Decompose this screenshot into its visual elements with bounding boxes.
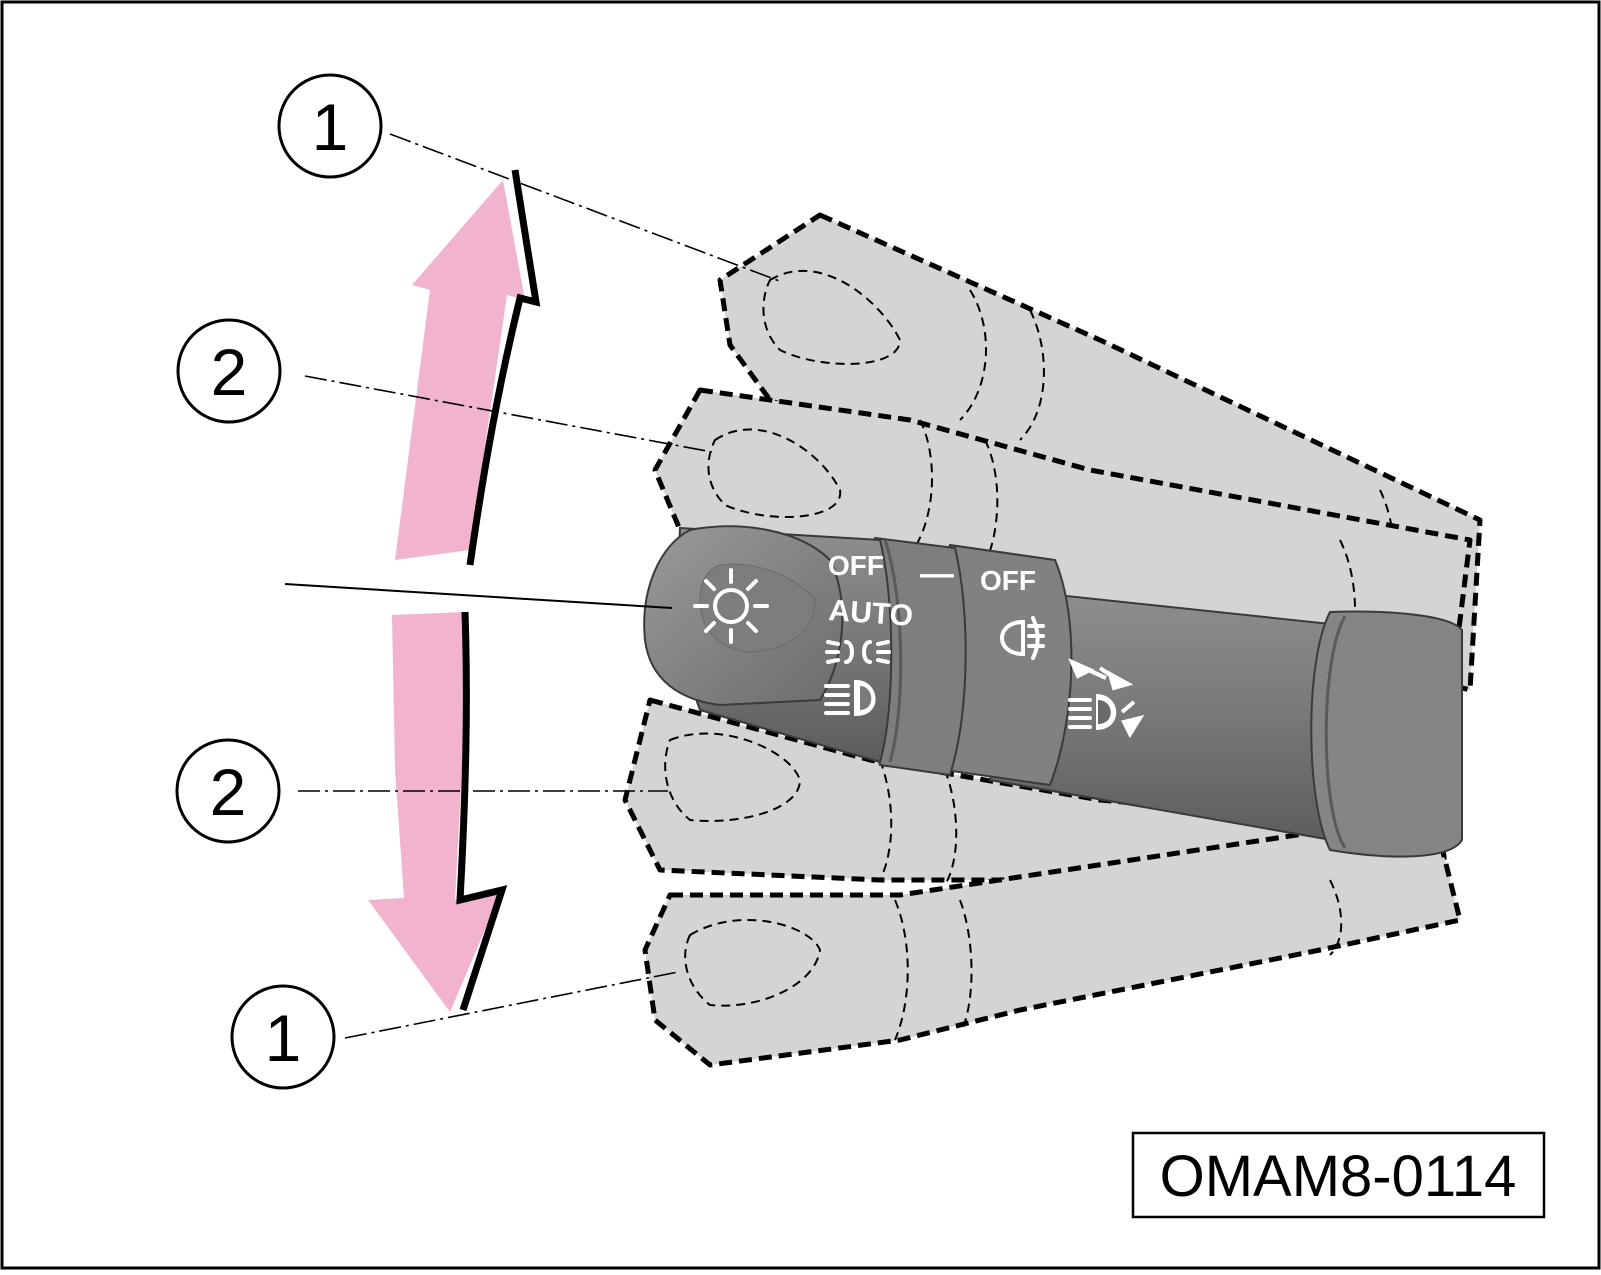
leader-line-1-lower: [344, 971, 679, 1039]
fog-light-icon: [1000, 616, 1045, 660]
parking-lights-icon: [825, 640, 891, 664]
callout-2-upper: 2: [176, 318, 282, 424]
headlight-off-label: OFF: [828, 550, 884, 581]
ghost-lever-lower-outer: [642, 827, 1463, 1068]
callout-1-upper: 1: [277, 73, 383, 179]
fog-off-label: OFF: [980, 565, 1036, 596]
low-beam-icon: [824, 680, 876, 716]
callout-1-lower: 1: [230, 984, 336, 1090]
headlight-switch-icon: [693, 568, 769, 644]
svg-text:2: 2: [211, 335, 248, 409]
svg-text:1: 1: [265, 1001, 302, 1075]
figure-id-box: OMAM8-0114: [1131, 1131, 1546, 1219]
callout-2-lower: 2: [175, 738, 281, 844]
movement-arrow: [368, 169, 541, 1012]
leader-line-2-upper: [304, 375, 713, 453]
turn-signal-lever: OFF AUTO — OFF: [643, 525, 1463, 858]
beam-flash-icon: [1068, 658, 1145, 739]
leader-line-lever: [284, 583, 673, 609]
svg-text:2: 2: [210, 755, 247, 829]
figure-id-label: OMAM8-0114: [1160, 1144, 1517, 1209]
middle-dash-label: —: [920, 555, 954, 593]
svg-text:1: 1: [312, 90, 349, 164]
auto-label: AUTO: [828, 594, 915, 633]
